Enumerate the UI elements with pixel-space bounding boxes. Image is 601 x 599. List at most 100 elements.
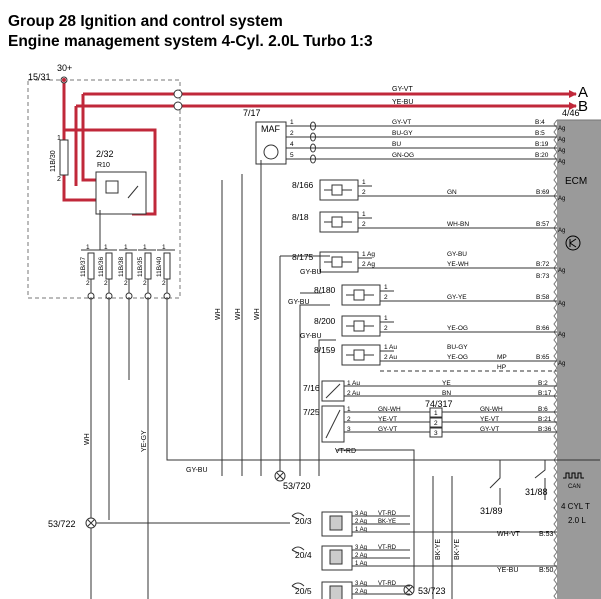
comp-74-317-label: 74/317 xyxy=(425,399,453,409)
coil-20-4-ecm-wire: YE-BU xyxy=(497,567,518,574)
coil-pin-1-2: 1 Ag xyxy=(355,561,367,567)
maf-pin-0: 1 xyxy=(290,119,294,126)
sensor-7-16-wire-color-0: YE xyxy=(442,380,451,387)
injector-ecm-ag-3: Ag xyxy=(558,301,565,307)
injector-ecm-pin-2: B:72 xyxy=(536,261,550,268)
injector-pin2-0: 2 xyxy=(362,189,366,196)
fuse-pin-bot-0: 2 xyxy=(86,280,90,287)
coil-core-2 xyxy=(329,585,343,599)
injector-pin2-3: 2 xyxy=(384,294,388,301)
injector-ecm-pin-5: B:65 xyxy=(536,354,550,361)
wire-wh-1: WH xyxy=(215,308,222,320)
maf-wire-color-3: GN-OG xyxy=(392,152,414,159)
coil-core-1 xyxy=(329,549,343,565)
ecm-displacement-label: 2.0 L xyxy=(568,516,586,525)
coil-id-1: 20/4 xyxy=(295,550,312,560)
coil-pin-2-0: 3 Ag xyxy=(355,581,367,587)
switch-31-88 xyxy=(534,460,546,500)
ecm-power-symbol-icon xyxy=(565,235,581,251)
fuse-3 xyxy=(144,252,152,280)
wire-bk-ye-1: BK-YE xyxy=(435,539,442,560)
injector-pin2-4: 2 xyxy=(384,325,388,332)
connector-74-317-pin-0: 1 xyxy=(434,410,438,417)
fuse-id-2: 11B/38 xyxy=(118,256,125,277)
connector-74-317-box-1 xyxy=(429,417,443,428)
injector-wire-color-2: YE-WH xyxy=(447,261,469,268)
switch-31-89 xyxy=(489,460,501,505)
bus-a-splice xyxy=(173,89,183,99)
maf-pin-3: 5 xyxy=(290,152,294,159)
sensor-7-16-slash xyxy=(325,383,341,399)
fuse-11b30-pin2: 2 xyxy=(57,176,61,183)
fuse-0 xyxy=(87,252,95,280)
sensor-7-25-id: 7/25 xyxy=(303,407,320,417)
sensor-7-25-wire-color-b-1: YE-VT xyxy=(480,416,499,423)
injector-ecm-pin-3: B:58 xyxy=(536,294,550,301)
fuse-pin-bot-1: 2 xyxy=(104,280,108,287)
wire-gy-bu-2: GY-BU xyxy=(288,299,310,306)
fuse-pin-top-2: 1 xyxy=(124,244,128,251)
maf-ecm-pin-0: B:4 xyxy=(535,119,545,126)
injector-pin2-2: 2 Ag xyxy=(362,261,375,268)
maf-ecm-ag-0: Ag xyxy=(558,126,565,132)
relay-id: 2/32 xyxy=(96,149,114,159)
relay-name: R10 xyxy=(97,162,110,169)
injector-wire-color-1: WH-BN xyxy=(447,221,469,228)
injector-coil-1 xyxy=(331,216,343,228)
fuse-4 xyxy=(163,252,171,280)
wire-gy-bu-bottom: GY-BU xyxy=(186,467,208,474)
connector-74-317-box-2 xyxy=(429,427,443,438)
maf-ecm-pin-2: B:19 xyxy=(535,141,549,148)
injector-wire-color-b-5: BU-GY xyxy=(447,344,468,351)
sensor-7-25-pin-2: 3 xyxy=(347,426,351,433)
fuse-id-0: 11B/37 xyxy=(80,256,87,277)
maf-id: 7/17 xyxy=(243,108,261,118)
sensor-7-25-ecm-pin-0: B:6 xyxy=(538,406,548,413)
injector-id-1: 8/18 xyxy=(292,212,309,222)
injector-wire-color-4: YE-OG xyxy=(447,325,468,332)
injector-pin2-5: 2 Au xyxy=(384,354,397,361)
node-53-723-label: 53/723 xyxy=(418,586,446,596)
sensor-7-25-pin-1: 2 xyxy=(347,416,351,423)
coil-pin-0-1: 2 Ag xyxy=(355,519,367,525)
connector-74-317-pin-2: 3 xyxy=(434,430,438,437)
ecm-name: ECM xyxy=(565,176,587,187)
wire-gy-bu-3: GY-BU xyxy=(300,333,322,340)
maf-ecm-ag-3: Ag xyxy=(558,159,565,165)
bus-a-label: A xyxy=(578,84,588,101)
injector-mp-5: MP xyxy=(497,354,507,361)
coil-pin-2-1: 2 Ag xyxy=(355,589,367,595)
fuse-pin-top-1: 1 xyxy=(104,244,108,251)
coil-pin-0-0: 3 Ag xyxy=(355,511,367,517)
injector-coil-4 xyxy=(353,320,365,332)
maf-twist-0 xyxy=(310,121,316,131)
coil-id-2: 20/5 xyxy=(295,586,312,596)
coil-pin-1-1: 2 Ag xyxy=(355,553,367,559)
fuse-11b30-id: 11B/30 xyxy=(50,150,57,172)
spark-plug-icon-0 xyxy=(291,512,305,520)
fuse-pin-bot-2: 2 xyxy=(124,280,128,287)
maf-name: MAF xyxy=(261,124,281,134)
power-wires xyxy=(62,80,577,216)
injector-hp-5: HP xyxy=(497,364,506,371)
maf-pin-1: 2 xyxy=(290,130,294,137)
coil-core-0 xyxy=(329,515,343,531)
maf-ecm-ag-1: Ag xyxy=(558,137,565,143)
page-title: Group 28 Ignition and control system xyxy=(8,13,283,30)
node-15-31-label: 15/31 xyxy=(28,72,51,82)
sensor-7-25-wire-color-b-0: GN-WH xyxy=(480,406,503,413)
injector-ecm-pin-0: B:69 xyxy=(536,189,550,196)
injector-ecm-ag-2: Ag xyxy=(558,268,565,274)
node-53-720-label: 53/720 xyxy=(283,481,311,491)
injector-wire-color-3: GY-YE xyxy=(447,294,467,301)
injector-pin1-0: 1 xyxy=(362,179,366,186)
injector-coil-5 xyxy=(353,349,365,361)
fuse-11b30 xyxy=(59,139,69,176)
injector-pin1-2: 1 Ag xyxy=(362,251,375,258)
injector-ecm-pin-4: B:66 xyxy=(536,325,550,332)
ecm-block xyxy=(553,119,601,599)
